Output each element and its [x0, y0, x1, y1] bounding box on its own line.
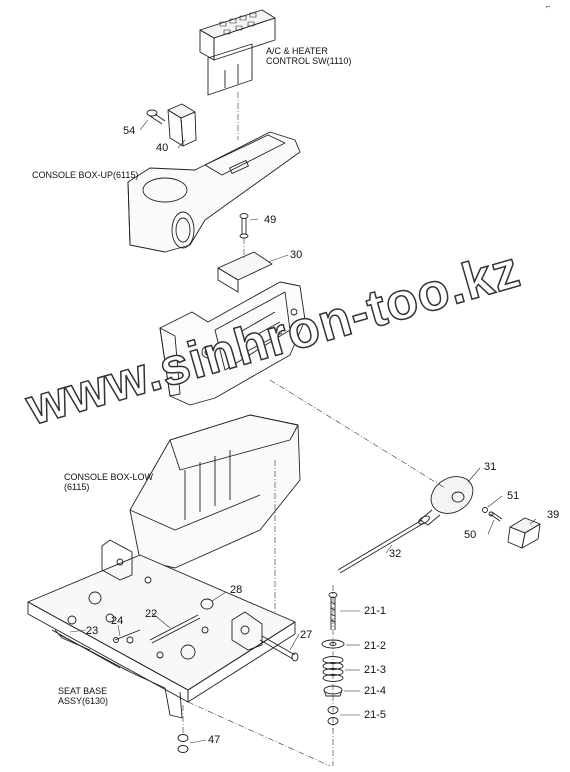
leader-lines [69, 92, 537, 767]
callout-21-2: 21-2 [364, 640, 387, 652]
label-ac-heater-control-sw: A/C & HEATER CONTROL SW(1110) [266, 46, 352, 66]
ac-heater-control-switch [199, 9, 276, 96]
part-50-spring [488, 511, 503, 522]
callout-39: 39 [547, 509, 560, 521]
callout-21-5: 21-5 [364, 709, 387, 721]
console-frame [159, 281, 306, 406]
part-30-bracket [217, 251, 273, 293]
label-console-box-up: CONSOLE BOX-UP(6115) [32, 170, 139, 180]
callout-51: 51 [507, 490, 520, 502]
callout-49: 49 [264, 214, 277, 226]
callout-47: 47 [208, 734, 221, 746]
callout-21-4: 21-4 [364, 685, 387, 697]
callout-54: 54 [123, 125, 136, 137]
corner-mark: ⌐ [546, 2, 551, 11]
callout-21-1: 21-1 [364, 605, 387, 617]
callout-32: 32 [389, 548, 402, 560]
part-32-rod [337, 515, 430, 574]
callout-50: 50 [464, 529, 477, 541]
callout-31: 31 [484, 461, 497, 473]
callout-21-3: 21-3 [364, 664, 387, 676]
part-39-knob [507, 517, 541, 549]
callout-40: 40 [156, 142, 169, 154]
callout-28: 28 [230, 584, 243, 596]
callout-30: 30 [290, 249, 303, 261]
label-seat-base-assy: SEAT BASE ASSY(6130) [58, 686, 109, 706]
part-49-bolt [239, 213, 249, 239]
part-47-nuts [177, 734, 189, 753]
seat-base-assy [27, 539, 299, 719]
callout-27: 27 [300, 629, 313, 641]
part-51-screw [482, 507, 488, 513]
part-40-knob [167, 103, 197, 147]
callout-23: 23 [86, 625, 99, 637]
part-54-bolt [146, 109, 166, 125]
callout-22: 22 [145, 608, 158, 620]
console-box-up [127, 131, 301, 253]
callout-24: 24 [111, 615, 124, 627]
console-box-low [129, 414, 301, 569]
label-console-box-low: CONSOLE BOX-LOW (6115) [64, 472, 154, 492]
